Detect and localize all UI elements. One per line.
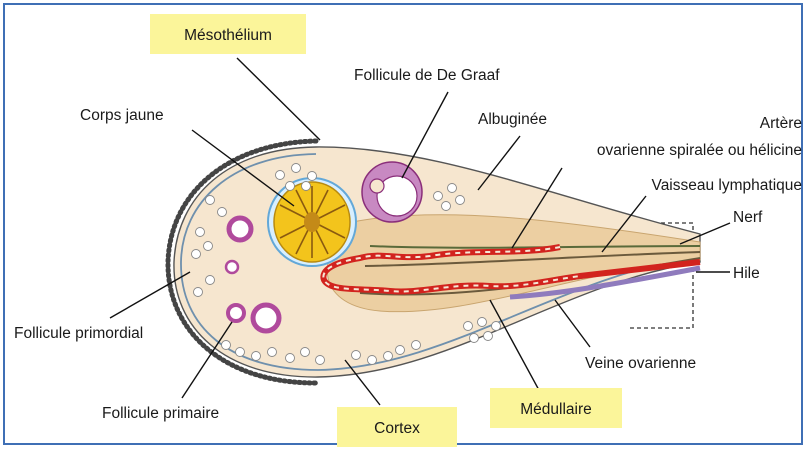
label-albuginee: Albuginée	[478, 111, 547, 128]
label-follicule-primaire: Follicule primaire	[102, 405, 219, 422]
primordial-follicle	[204, 242, 213, 251]
follicle-primary	[228, 305, 244, 321]
follicle	[229, 218, 251, 240]
primordial-follicle	[368, 356, 377, 365]
primordial-follicle	[412, 341, 421, 350]
primordial-follicle	[236, 348, 245, 357]
label-veine-ovarienne: Veine ovarienne	[585, 355, 696, 372]
pointer-mesothelium	[237, 58, 320, 140]
primordial-follicle	[470, 334, 479, 343]
primordial-follicle	[302, 182, 311, 191]
primordial-follicle	[316, 356, 325, 365]
primordial-follicle	[301, 348, 310, 357]
graafian-oocyte	[370, 179, 384, 193]
primordial-follicle	[222, 341, 231, 350]
primordial-follicle	[292, 164, 301, 173]
primordial-follicle	[352, 351, 361, 360]
corpus-luteum-core	[304, 212, 320, 232]
primordial-follicle	[206, 276, 215, 285]
primordial-follicle	[492, 322, 501, 331]
primordial-follicle	[434, 192, 443, 201]
primordial-follicle	[484, 332, 493, 341]
label-corps-jaune: Corps jaune	[80, 107, 164, 124]
label-artere-line2: ovarienne spiralée ou hélicine	[597, 142, 802, 159]
primordial-follicle	[218, 208, 227, 217]
label-follicule-primordial: Follicule primordial	[14, 325, 143, 342]
follicle	[226, 261, 238, 273]
primordial-follicle	[286, 182, 295, 191]
primordial-follicle	[192, 250, 201, 259]
primordial-follicle	[478, 318, 487, 327]
label-hile: Hile	[733, 265, 760, 282]
label-nerf: Nerf	[733, 209, 763, 226]
primordial-follicle	[286, 354, 295, 363]
label-mesothelium: Mésothélium	[184, 27, 272, 44]
primordial-follicle	[308, 172, 317, 181]
label-artere: Artère	[760, 115, 802, 132]
primordial-follicle	[384, 352, 393, 361]
label-cortex: Cortex	[374, 420, 420, 437]
primordial-follicle	[448, 184, 457, 193]
primordial-follicle	[396, 346, 405, 355]
primordial-follicle	[196, 228, 205, 237]
primordial-follicle	[276, 171, 285, 180]
primordial-follicle	[194, 288, 203, 297]
pointer-veine	[555, 300, 590, 347]
primordial-follicle	[456, 196, 465, 205]
follicle	[253, 305, 279, 331]
primordial-follicle	[268, 348, 277, 357]
label-medullaire: Médullaire	[520, 401, 592, 418]
primordial-follicle	[464, 322, 473, 331]
primordial-follicle	[206, 196, 215, 205]
primordial-follicle	[442, 202, 451, 211]
primordial-follicle	[252, 352, 261, 361]
label-follicule-de-graaf: Follicule de De Graaf	[354, 67, 500, 84]
label-vaisseau-lymphatique: Vaisseau lymphatique	[652, 177, 803, 194]
